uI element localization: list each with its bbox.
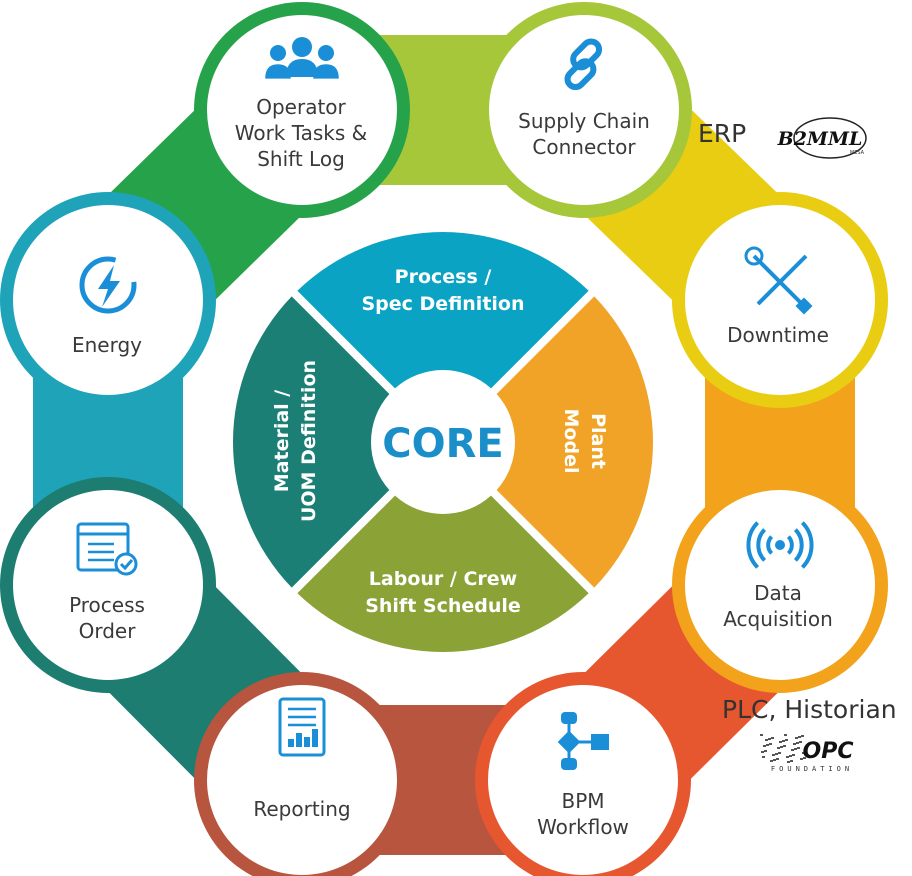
node-label-reporting: Reporting	[253, 797, 351, 821]
node-bpm-workflow	[475, 672, 691, 876]
opc-dot	[794, 748, 797, 750]
opc-dot	[763, 745, 766, 747]
node-label-bpm-workflow: BPM Workflow	[537, 789, 629, 839]
opc-dot	[790, 760, 793, 762]
node-circle	[13, 490, 203, 680]
plc-historian-label: PLC, Historian	[722, 695, 897, 724]
opc-dot	[797, 747, 800, 749]
opc-dot	[773, 759, 776, 761]
opc-dot	[796, 742, 799, 744]
core-segment-plant-model	[496, 296, 654, 588]
node-energy	[0, 192, 216, 408]
opc-dot	[792, 754, 795, 756]
opc-dot	[769, 743, 772, 745]
opc-dot	[779, 741, 782, 743]
node-process-order	[0, 477, 216, 693]
opc-dot	[786, 756, 789, 758]
opc-dot	[766, 744, 769, 746]
node-label-supply-chain: Supply Chain Connector	[518, 109, 650, 159]
node-circle	[13, 205, 203, 395]
chain-link-icon	[564, 38, 603, 91]
node-operator	[194, 2, 410, 218]
opc-dot	[775, 753, 778, 755]
opc-dot	[799, 741, 802, 743]
opc-dot	[789, 755, 792, 757]
opc-dot	[761, 751, 764, 753]
opc-dot	[785, 739, 788, 741]
node-label-operator: Operator Work Tasks & Shift Log	[234, 95, 368, 171]
opc-dot	[778, 752, 781, 754]
opc-dot	[760, 734, 763, 736]
opc-dot	[780, 746, 783, 748]
opc-dot	[776, 758, 779, 760]
b2mml-logo: B2MML MESA	[777, 117, 867, 159]
segment-label-labour-crew: Labour / Crew Shift Schedule	[365, 568, 521, 617]
node-data-acquisition	[672, 477, 888, 693]
opc-dot	[793, 743, 796, 745]
opc-dot	[772, 754, 775, 756]
node-circle	[207, 15, 397, 205]
node-circle	[685, 490, 875, 680]
opc-dot	[771, 737, 774, 739]
opc-logo-text: OPC	[803, 739, 854, 764]
segment-label-process-spec: Process / Spec Definition	[361, 266, 525, 315]
opc-dot	[782, 740, 785, 742]
order-form-icon	[76, 522, 138, 576]
b2mml-logo-text: B2MML	[777, 128, 863, 150]
opc-dot	[765, 739, 768, 741]
report-chart-icon	[278, 697, 326, 757]
node-label-data-acquisition: Data Acquisition	[723, 581, 833, 631]
wrench-screwdriver-icon	[744, 246, 813, 315]
core-wheel: CORE	[233, 232, 654, 653]
node-supply-chain	[476, 2, 692, 218]
node-downtime	[672, 192, 888, 408]
lightning-icon	[79, 256, 137, 314]
opc-dot	[768, 738, 771, 740]
opc-dot	[791, 749, 794, 751]
core-segment-labour-crew	[297, 495, 589, 653]
node-circle	[685, 205, 875, 395]
opc-dot	[795, 737, 798, 739]
core-title: CORE	[382, 421, 503, 467]
opc-dot	[784, 734, 787, 736]
segment-label-material-uom: Material / UOM Definition	[271, 359, 320, 523]
node-reporting	[194, 672, 410, 876]
module-nodes	[0, 2, 888, 876]
node-label-process-order: Process Order	[69, 593, 145, 643]
node-label-downtime: Downtime	[727, 323, 829, 347]
opc-logo-subtext: FOUNDATION	[771, 765, 853, 773]
opc-dot	[762, 756, 765, 758]
opc-dot	[802, 752, 805, 754]
b2mml-logo-subtext: MESA	[850, 150, 865, 156]
people-icon	[265, 37, 339, 79]
opc-dot	[803, 757, 806, 759]
node-circle	[207, 685, 397, 875]
opc-dot	[800, 758, 803, 760]
opc-dot	[787, 761, 790, 763]
node-circle	[488, 685, 678, 875]
core-hub	[376, 375, 510, 509]
signal-waves-icon	[746, 521, 814, 569]
opc-dot	[777, 747, 780, 749]
opc-dot	[764, 750, 767, 752]
node-label-energy: Energy	[71, 333, 143, 357]
segment-label-plant-model: Plant Model	[560, 408, 609, 474]
opc-foundation-logo: OPC FOUNDATION	[760, 734, 853, 773]
opc-dot	[798, 736, 801, 738]
core-segment-process-spec	[297, 232, 589, 389]
erp-label: ERP	[698, 119, 747, 148]
core-segment-material-uom	[233, 296, 390, 588]
opc-dot	[770, 760, 773, 762]
opc-dot	[783, 745, 786, 747]
opc-dot	[801, 735, 804, 737]
node-circle	[489, 15, 679, 205]
